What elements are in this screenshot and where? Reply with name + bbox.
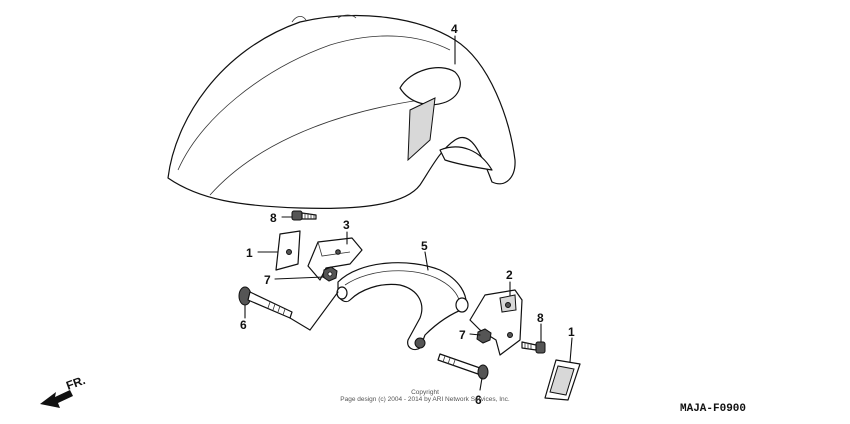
front-fender[interactable] [167, 14, 516, 209]
reflector[interactable] [544, 359, 581, 401]
callout-stay-left: 1 [246, 246, 253, 260]
diagram-ref-code: MAJA-F0900 [680, 403, 746, 415]
callout-nut-right: 7 [459, 328, 466, 342]
callout-bolt-long-right: 6 [475, 393, 482, 407]
callout-fender: 4 [451, 22, 458, 36]
front-indicator: FR. [64, 373, 87, 393]
callout-nut-left: 7 [264, 273, 271, 287]
copyright-line-2: Page design (c) 2004 - 2014 by ARI Netwo… [340, 396, 510, 403]
bolt-upper[interactable] [291, 210, 317, 221]
nut-left[interactable] [322, 266, 338, 282]
fender-stay[interactable] [336, 262, 469, 351]
front-arrow-icon [40, 390, 73, 408]
bolt-long-left[interactable] [238, 286, 293, 319]
bracket-right[interactable] [469, 289, 523, 356]
callout-stay-bracket: 3 [343, 218, 350, 232]
callout-fender-stay: 5 [421, 239, 428, 253]
leader-lines [244, 35, 573, 391]
nut-right[interactable] [476, 328, 492, 344]
callout-bracket-right: 2 [506, 268, 513, 282]
callout-bolt-upper: 8 [270, 211, 277, 225]
callout-reflector: 1 [568, 325, 575, 339]
copyright-line-1: Copyright [411, 389, 439, 396]
bolt-right[interactable] [521, 341, 546, 354]
callout-bolt-right: 8 [537, 311, 544, 325]
stay-bracket[interactable] [307, 237, 363, 281]
stay-left[interactable] [275, 230, 301, 271]
bolt-long-right[interactable] [437, 353, 489, 380]
callout-bolt-long-left: 6 [240, 318, 247, 332]
